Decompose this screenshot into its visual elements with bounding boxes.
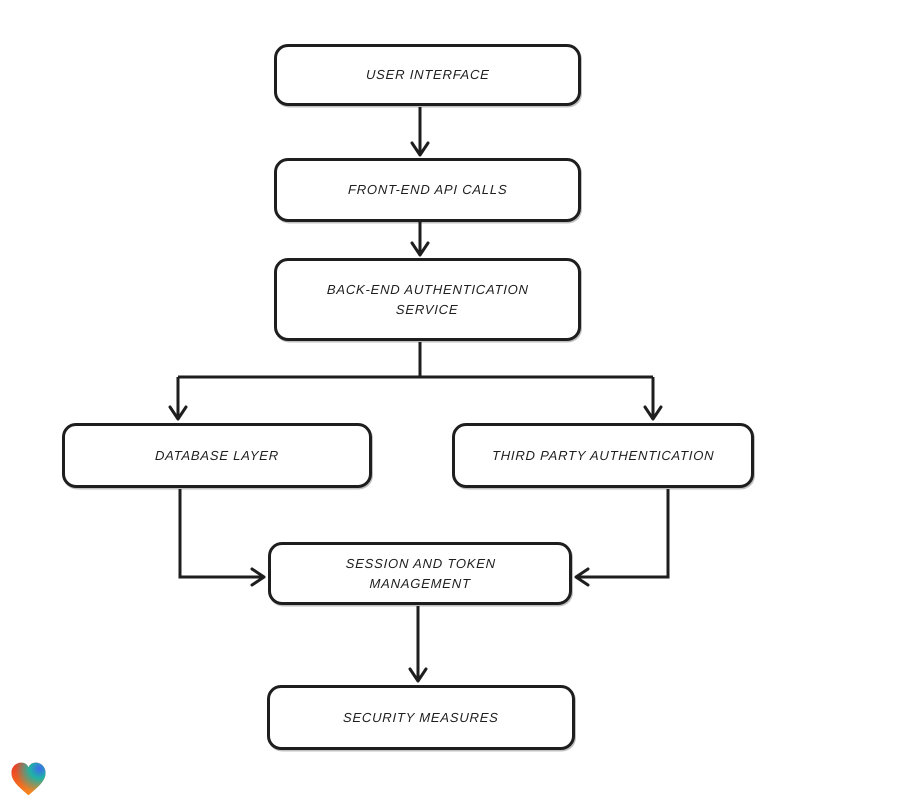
node-label: FRONT-END API CALLS [347,182,508,198]
node-database-layer[interactable]: DATABASE LAYER [62,423,372,488]
node-security-measures[interactable]: SECURITY MEASURES [267,685,575,750]
edge-branch-trunk [178,342,653,379]
node-front-end-api-calls[interactable]: FRONT-END API CALLS [274,158,581,222]
node-third-party-authentication[interactable]: THIRD PARTY AUTHENTICATION [452,423,754,488]
node-label: SECURITY MEASURES [342,709,500,725]
edge-database-layer-to-session-and-token-management [178,489,266,587]
node-session-and-token-management[interactable]: SESSION AND TOKEN MANAGEMENT [268,542,572,605]
gradient-heart-logo-icon[interactable] [9,760,48,799]
node-label: DATABASE LAYER [154,447,280,463]
node-label: SESSION AND TOKEN MANAGEMENT [345,556,496,591]
node-label: USER INTERFACE [365,67,490,83]
node-user-interface[interactable]: USER INTERFACE [274,44,581,106]
node-label: BACK-END AUTHENTICATION SERVICE [326,282,530,317]
edge-third-party-authentication-to-session-and-token-management [574,489,670,587]
node-label: THIRD PARTY AUTHENTICATION [491,447,715,463]
node-back-end-authentication-service[interactable]: BACK-END AUTHENTICATION SERVICE [274,258,581,341]
